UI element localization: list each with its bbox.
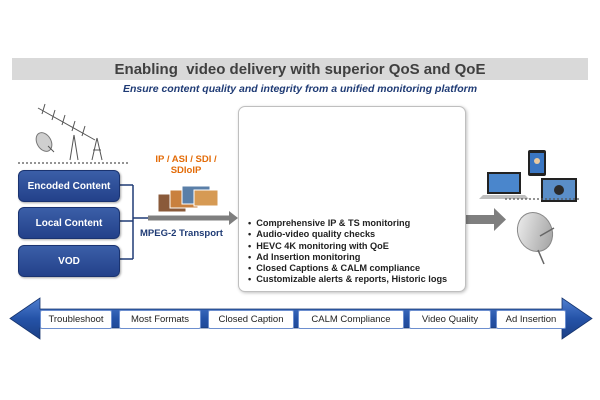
source-encoded-content: Encoded Content (18, 170, 120, 202)
satellite-dish-small-icon (35, 132, 55, 153)
capability-calm-compliance: CALM Compliance (298, 310, 404, 329)
monitor-screen-label: ORION (351, 187, 377, 196)
diagram-subtitle: Ensure content quality and integrity fro… (122, 83, 478, 95)
mpeg-transport-label: MPEG-2 Transport (140, 228, 223, 239)
television-device-icon (541, 178, 577, 202)
capability-closed-caption: Closed Caption (208, 310, 294, 329)
source-connector-lines (119, 184, 148, 260)
capability-video-quality: Video Quality (409, 310, 491, 329)
feature-item: HEVC 4K monitoring with QoE (248, 241, 447, 252)
capability-troubleshoot: Troubleshoot (40, 310, 112, 329)
capability-ad-insertion: Ad Insertion (496, 310, 566, 329)
source-label: Local Content (35, 217, 103, 229)
output-arrow-shaft (465, 215, 495, 224)
monitor-brand: ORION (303, 117, 320, 123)
tablet-device-icon (528, 150, 546, 176)
transport-inputs-line2: SDIoIP (170, 165, 202, 176)
transport-inputs-line1: IP / ASI / SDI / (155, 154, 217, 165)
laptop-device-icon (479, 172, 529, 199)
feature-list: Comprehensive IP & TS monitoring Audio-v… (248, 218, 447, 286)
input-arrow-head (229, 211, 238, 225)
satellite-dish-icon (516, 212, 555, 265)
capability-most-formats: Most Formats (119, 310, 201, 329)
output-arrow-head (494, 208, 506, 231)
source-label: VOD (58, 255, 80, 267)
feature-item: Customizable alerts & reports, Historic … (248, 274, 447, 285)
diagram-title-banner: Enabling video delivery with superior Qo… (12, 58, 588, 80)
source-local-content: Local Content (18, 207, 120, 239)
feature-item: Audio-video quality checks (248, 229, 447, 240)
diagram-title: Enabling video delivery with superior Qo… (114, 60, 486, 78)
source-label: Encoded Content (27, 180, 111, 192)
feature-item: Closed Captions & CALM compliance (248, 263, 447, 274)
video-frames-icon (157, 185, 219, 213)
transport-inputs-label: IP / ASI / SDI / SDIoIP (148, 154, 224, 176)
antenna-tower-icon (37, 103, 103, 161)
feature-item: Ad Insertion monitoring (248, 252, 447, 263)
feature-item: Comprehensive IP & TS monitoring (248, 218, 447, 229)
source-vod: VOD (18, 245, 120, 277)
